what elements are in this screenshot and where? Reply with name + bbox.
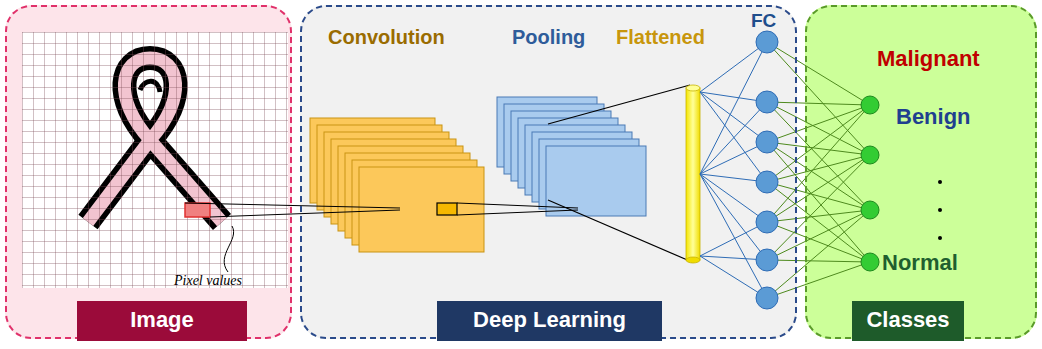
flatten-cylinder	[686, 85, 700, 263]
pixel-grid-ground	[22, 32, 288, 288]
fc-layer	[700, 31, 879, 309]
pixel-leader	[224, 226, 233, 272]
panel-title-bar: Classes	[852, 301, 964, 341]
label: Benign	[896, 104, 971, 130]
dl-panel-ground	[300, 5, 797, 339]
pixel-grid	[22, 32, 288, 288]
label: FC	[751, 10, 776, 32]
panel: Deep Learning	[300, 5, 797, 339]
image-panel-ground	[5, 5, 292, 339]
label: Convolution	[328, 26, 445, 49]
panel-title-bar: Image	[77, 301, 247, 341]
label: Malignant	[877, 46, 980, 72]
classes-panel-ground	[805, 5, 1037, 339]
pixel-patch	[185, 203, 210, 217]
label: Flattened	[616, 26, 705, 49]
label: Pooling	[512, 26, 585, 49]
panel-title-bar: Deep Learning	[437, 301, 662, 341]
pool-stack	[497, 97, 646, 216]
label: Pixel values	[174, 273, 242, 289]
label: Normal	[882, 250, 958, 276]
kernel	[437, 203, 457, 215]
panel: Image	[5, 5, 292, 339]
conv-stack	[310, 118, 484, 252]
